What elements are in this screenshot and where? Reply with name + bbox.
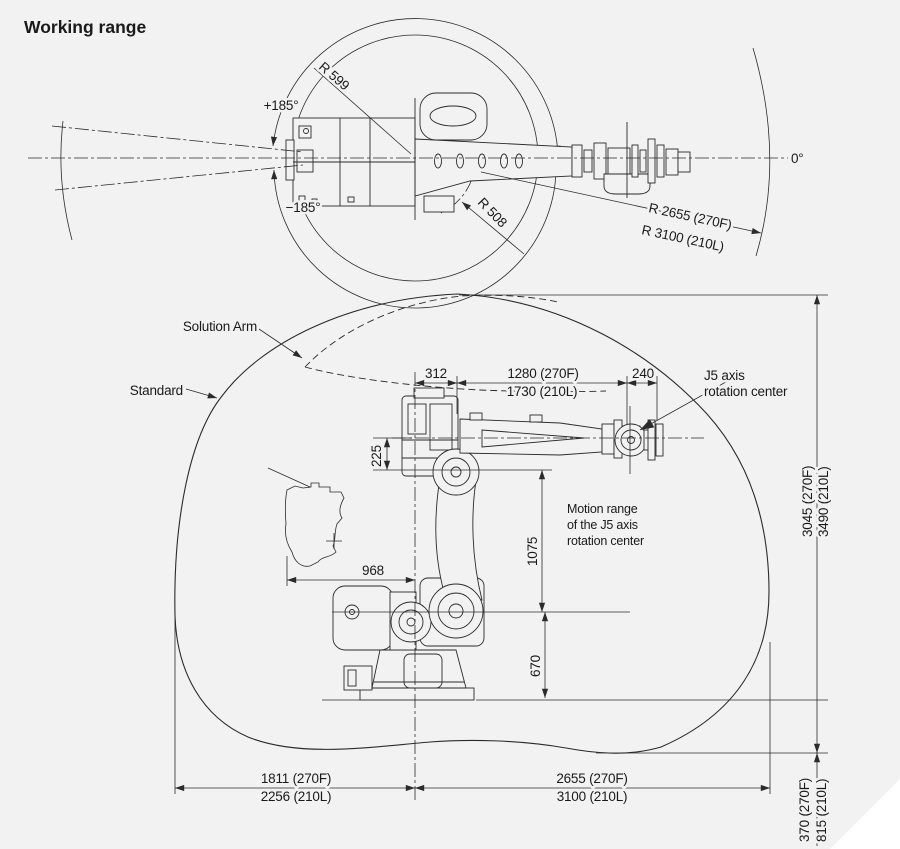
- dim-968: 968: [362, 563, 384, 578]
- limit-line-minus185: [54, 164, 304, 191]
- leader-solution-arm: [258, 328, 303, 359]
- label-solution-arm: Solution Arm: [183, 319, 257, 334]
- inner-boundary-line: [267, 467, 311, 488]
- dim-1280-270f: 1280 (270F): [507, 366, 578, 381]
- envelope-solution-arm-lower: [304, 366, 607, 393]
- dim-below-270f: 370 (270F): [797, 778, 812, 842]
- angle-label-zero: 0°: [791, 151, 804, 166]
- envelope-standard: [174, 293, 770, 754]
- leader-reach: [480, 171, 762, 235]
- dimension-lines: [175, 295, 821, 846]
- label-motion-range-line2: of the J5 axis: [567, 518, 638, 532]
- dim-312: 312: [425, 366, 447, 381]
- rotation-arc-minus185: [271, 163, 560, 309]
- dim-1730-210l: 1730 (210L): [507, 384, 578, 399]
- dim-height-270f: 3045 (270F): [800, 466, 815, 537]
- label-motion-range-line3: rotation center: [567, 534, 644, 548]
- top-view: Working range +185° −185° 0° R 599 R 508…: [22, 15, 806, 309]
- dim-front-270f: 2655 (270F): [556, 771, 627, 786]
- label-standard: Standard: [130, 383, 183, 398]
- dim-240: 240: [632, 366, 654, 381]
- label-motion-range-line1: Motion range: [567, 502, 638, 516]
- reach-arc-right: [752, 47, 771, 257]
- dim-225: 225: [369, 445, 384, 467]
- dim-below-210l: 815 (210L): [814, 779, 829, 842]
- dim-height-210l: 3490 (210L): [816, 466, 831, 537]
- contour-center-cross: [326, 533, 342, 549]
- label-j5-axis-line2: rotation center: [704, 384, 788, 399]
- robot-side-view-drawing: [332, 387, 664, 701]
- page-corner-cut: [830, 779, 900, 849]
- angle-label-minus185: −185°: [286, 200, 321, 215]
- dim-front-210l: 3100 (210L): [557, 789, 628, 804]
- leader-r599: [313, 67, 412, 155]
- interference-contour: [284, 482, 345, 567]
- rotation-arc-plus185: [270, 18, 561, 156]
- robot-top-view-drawing: [285, 92, 691, 220]
- reach-arc-left: [60, 120, 73, 241]
- leader-j5-axis: [639, 377, 734, 431]
- wrist-swing-arc-r508: [440, 178, 473, 214]
- side-view: Solution Arm Standard J5 axis rotation c…: [127, 293, 834, 846]
- label-j5-axis-line1: J5 axis: [704, 368, 745, 383]
- dim-1075: 1075: [525, 537, 540, 566]
- extension-lines: [174, 294, 828, 794]
- leader-r508: [461, 201, 525, 255]
- leader-standard: [185, 388, 218, 399]
- page-title: Working range: [24, 17, 146, 37]
- limit-line-plus185: [51, 125, 304, 153]
- dim-670: 670: [528, 655, 543, 677]
- dim-rear-270f: 1811 (270F): [261, 771, 331, 786]
- dim-rear-210l: 2256 (210L): [261, 789, 332, 804]
- angle-label-plus185: +185°: [264, 98, 299, 113]
